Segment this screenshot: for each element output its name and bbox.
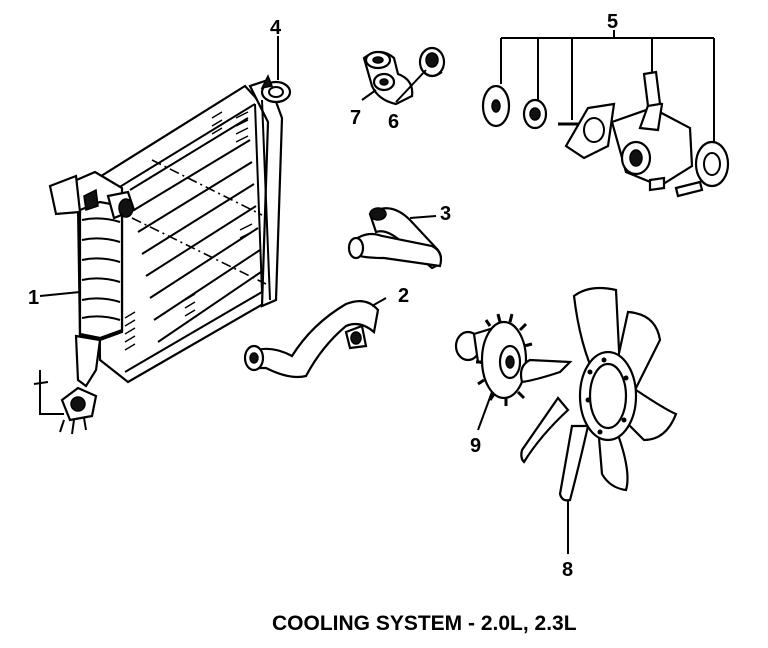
radiator	[33, 78, 284, 435]
callout-upper-hose: 3	[440, 203, 451, 225]
fan-clutch	[454, 313, 534, 406]
thermostat-housing	[362, 50, 414, 106]
callout-water-pump: 5	[607, 11, 618, 33]
thermostat	[418, 46, 446, 78]
callout-radiator: 1	[28, 287, 39, 309]
upper-hose	[347, 207, 443, 270]
water-pump	[481, 70, 730, 198]
fan-blade	[519, 286, 678, 502]
callout-thermostat-housing: 7	[350, 107, 361, 129]
lower-hose	[243, 299, 380, 379]
assembly-centerlines	[131, 159, 267, 285]
radiator-cap	[260, 74, 292, 104]
leader-lines	[39, 36, 569, 554]
water-pump-leader-bracket	[500, 30, 715, 142]
diagram-caption: COOLING SYSTEM - 2.0L, 2.3L	[272, 612, 577, 635]
callout-lower-hose: 2	[398, 285, 409, 307]
callout-fan-clutch: 9	[470, 435, 481, 457]
callout-fan-blade: 8	[562, 559, 573, 581]
callout-thermostat: 6	[388, 111, 399, 133]
callout-radiator-cap: 4	[270, 17, 282, 39]
